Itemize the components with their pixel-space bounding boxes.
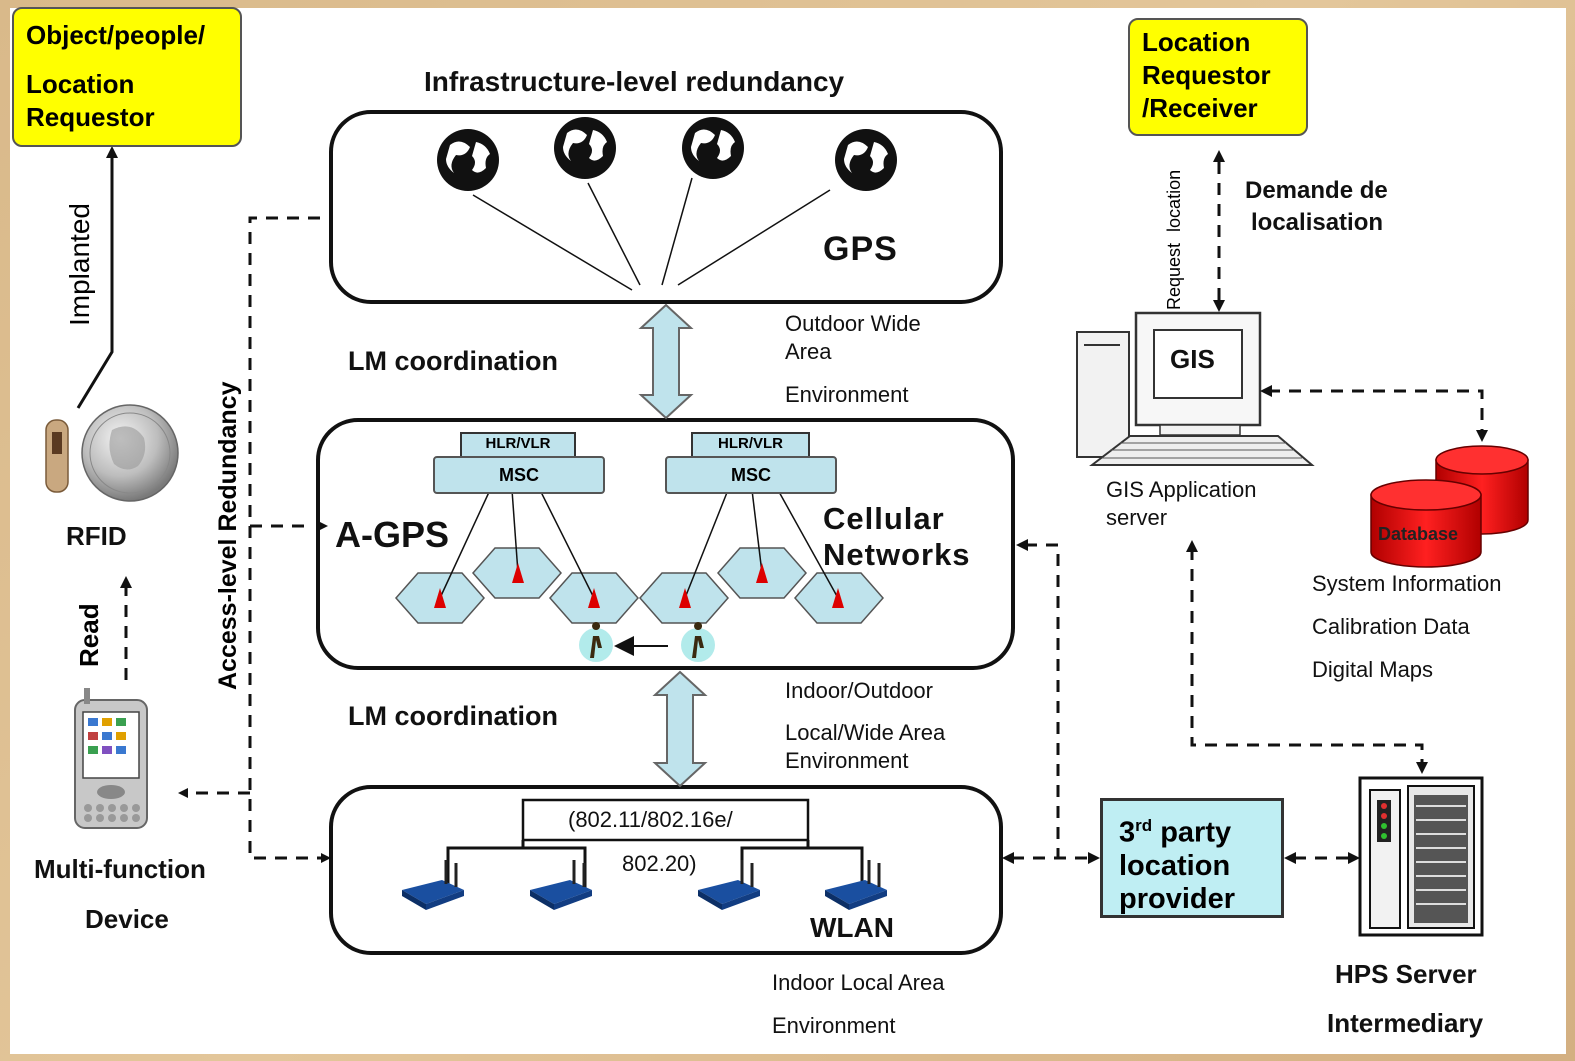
hps-line-1: HPS Server [1335,959,1477,989]
infra-title: Infrastructure-level redundancy [424,66,845,97]
msc-right: MSC [665,456,837,494]
requestor-left-line-3: Requestor [26,102,155,132]
cellular-line-2: Networks [823,537,971,572]
router-icon [530,860,592,910]
third-party-line-1: 3rd party [1119,809,1265,850]
third-party-superscript: rd [1135,816,1153,835]
hlr-vlr-left: HLR/VLR [460,432,576,458]
router-icon [825,860,887,910]
gis-database-link [1268,389,1484,433]
satellite-links [472,177,831,291]
object-requestor-box: Object/people/ Location Requestor [12,7,242,147]
wlan-standards-line-1: (802.11/802.16e/ [568,807,733,832]
msc-links [439,489,839,599]
gis-server-line-1: GIS Application [1106,477,1257,502]
outdoor-line-2: Area [785,339,832,364]
requestor-right-line-2: Requestor [1142,60,1271,90]
hlr-vlr-right: HLR/VLR [691,432,810,458]
lm-coordination-arrow-bottom [652,670,708,788]
request-location-label: Request location [1164,169,1184,310]
person-icon [579,622,613,662]
database-label: Database [1378,524,1459,544]
outdoor-line-3: Environment [785,382,909,407]
rfid-label: RFID [66,521,127,551]
indoor-local-line-1: Indoor Local Area [772,970,945,995]
location-requestor-box: Location Requestor /Receiver [1128,18,1308,136]
demande-line-2: localisation [1251,209,1384,236]
router-icon [402,860,464,910]
gis-computer-icon [1076,311,1315,466]
agps-label: A-GPS [335,514,450,555]
gis-server-line-2: server [1106,505,1168,530]
wlan-box [329,785,1003,955]
database-icon [1370,445,1529,568]
database-line-3: Digital Maps [1312,657,1434,682]
requestor-right-line-1: Location [1142,27,1251,57]
router-icon [698,860,760,910]
third-party-word: party [1152,816,1232,849]
third-party-line-3: provider [1119,882,1236,915]
hps-server-icon [1358,776,1484,937]
globe-icon [835,129,897,191]
indoor-local-line-2: Environment [772,1013,896,1038]
implanted-label: Implanted [64,203,95,326]
implanted-line [76,150,114,409]
database-line-1: System Information [1312,571,1502,596]
indoor-outdoor-line-3: Environment [785,748,909,773]
person-icon [681,622,715,662]
third-party-line-2: location [1119,849,1231,882]
requestor-left-line-2: Location [26,69,135,99]
gps-label: GPS [823,230,898,268]
database-line-2: Calibration Data [1312,614,1470,639]
read-label: Read [74,603,104,667]
requestor-left-line-1: Object/people/ [26,20,206,50]
demande-line-1: Demande de [1245,177,1388,204]
pda-device-icon [74,688,148,829]
lm-coordination-2: LM coordination [348,701,558,731]
multi-function-line-1: Multi-function [34,854,206,884]
globe-icon [554,117,616,179]
gis-screen-label: GIS [1170,344,1215,374]
lm-coordination-arrow-top [638,303,694,420]
third-party-number: 3 [1119,816,1136,849]
rfid-tag-icon [45,404,179,502]
third-party-provider-box: 3rd party location provider [1100,798,1284,918]
wlan-network-lines [446,798,864,892]
access-redundancy-label: Access-level Redundancy [214,381,242,690]
cellular-line-1: Cellular [823,501,945,536]
globe-icon [682,117,744,179]
antenna-icon [434,563,844,608]
wlan-standards-line-2: 802.20) [622,851,697,876]
cellular-link [1025,543,1060,858]
wlan-label: WLAN [810,912,894,943]
msc-left: MSC [433,456,605,494]
requestor-right-line-3: /Receiver [1142,93,1258,123]
lm-coordination-1: LM coordination [348,346,558,376]
outdoor-line-1: Outdoor Wide [785,311,921,336]
indoor-outdoor-line-2: Local/Wide Area [785,720,946,745]
multi-function-line-2: Device [85,904,169,934]
globe-icon [437,129,499,191]
access-redundancy-lines [188,216,322,860]
hps-line-2: Intermediary [1327,1008,1484,1038]
indoor-outdoor-line-1: Indoor/Outdoor [785,678,933,703]
